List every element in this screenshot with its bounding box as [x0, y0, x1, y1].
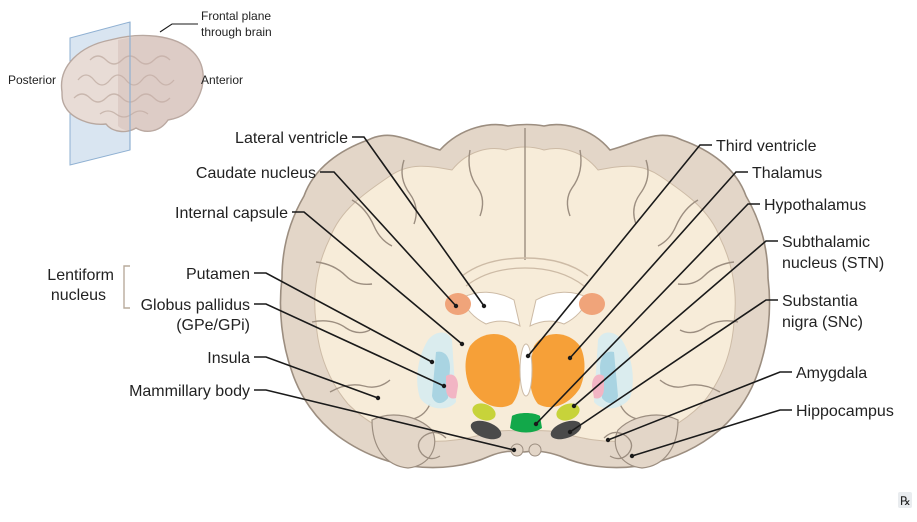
label-lentiform-line2: nucleus [51, 287, 106, 304]
dot-third-ventricle [526, 354, 530, 358]
label-caudate-nucleus: Caudate nucleus [196, 165, 316, 182]
dot-mammillary-body [512, 448, 516, 452]
dot-substantia-nigra [568, 430, 572, 434]
anterior-label: Anterior [201, 73, 243, 87]
lentiform-bracket [124, 266, 130, 308]
dot-lateral-ventricle [482, 304, 486, 308]
label-hippocampus: Hippocampus [796, 403, 894, 420]
pink-strip-left [446, 374, 458, 398]
third-ventricle [520, 344, 532, 396]
dot-hippocampus [630, 454, 634, 458]
plane-label-line2: through brain [201, 25, 272, 39]
dot-insula [376, 396, 380, 400]
dot-subthalamic-nucleus [572, 404, 576, 408]
label-substantia-nigra-line1: Substantia [782, 293, 858, 310]
label-hypothalamus: Hypothalamus [764, 197, 866, 214]
label-amygdala: Amygdala [796, 365, 867, 382]
label-mammillary-body: Mammillary body [129, 383, 250, 400]
caudate-nucleus-left [445, 293, 471, 315]
coronal-section [280, 125, 769, 469]
caudate-nucleus-right [579, 293, 605, 315]
label-globus-pallidus-line2: (GPe/GPi) [176, 317, 250, 334]
inset-brain-figure: Frontal plane through brain Posterior An… [8, 9, 272, 165]
dot-thalamus [568, 356, 572, 360]
label-thalamus: Thalamus [752, 165, 822, 182]
logo-icon: ℞ [900, 494, 911, 508]
dot-amygdala [606, 438, 610, 442]
label-insula: Insula [207, 350, 250, 367]
posterior-label: Posterior [8, 73, 56, 87]
label-substantia-nigra-line2: nigra (SNc) [782, 314, 863, 331]
dot-putamen [430, 360, 434, 364]
label-internal-capsule: Internal capsule [175, 205, 288, 222]
plane-leader [160, 24, 198, 32]
inset-brain-front [118, 36, 203, 131]
label-lentiform-line1: Lentiform [47, 267, 114, 284]
pink-strip-right [592, 374, 604, 398]
plane-label-line1: Frontal plane [201, 9, 271, 23]
dot-caudate-nucleus [454, 304, 458, 308]
label-putamen: Putamen [186, 266, 250, 283]
dot-globus-pallidus [442, 384, 446, 388]
dot-internal-capsule [460, 342, 464, 346]
dot-hypothalamus [534, 422, 538, 426]
label-lateral-ventricle: Lateral ventricle [235, 130, 348, 147]
label-subthalamic-line2: nucleus (STN) [782, 255, 884, 272]
label-globus-pallidus-line1: Globus pallidus [141, 297, 250, 314]
mammillary-body-right [529, 444, 541, 456]
label-third-ventricle: Third ventricle [716, 138, 817, 155]
label-subthalamic-line1: Subthalamic [782, 234, 870, 251]
